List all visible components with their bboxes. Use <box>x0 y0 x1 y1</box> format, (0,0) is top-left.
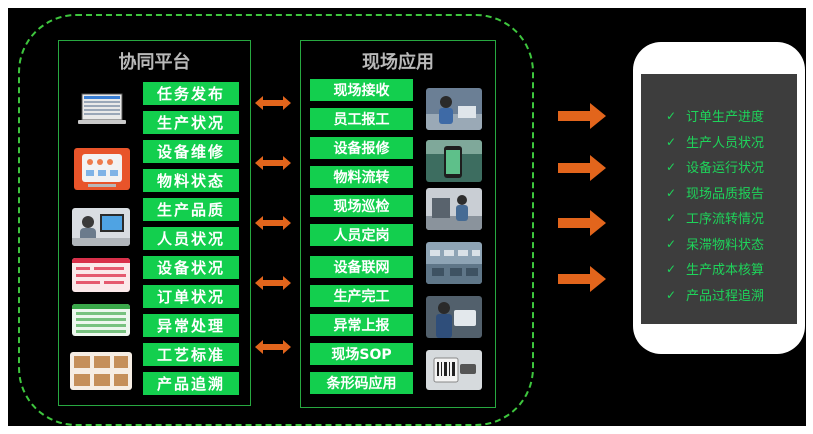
phone-item-label: 产品过程追溯 <box>686 289 765 304</box>
tablet-app-icon <box>74 148 130 190</box>
double-arrow-icon <box>255 215 291 230</box>
check-icon: ✓ <box>666 185 677 200</box>
platform-button[interactable]: 生产品质 <box>143 198 239 221</box>
platform-button[interactable]: 设备状况 <box>143 256 239 279</box>
phone-list-item: ✓ 呆滞物料状态 <box>666 234 765 254</box>
right-arrow-icon <box>558 266 606 292</box>
phone-item-label: 呆滞物料状态 <box>686 238 765 253</box>
platform-button[interactable]: 设备维修 <box>143 140 239 163</box>
process-flow-icon <box>70 352 132 390</box>
barcode-scan-photo-icon <box>426 350 482 390</box>
platform-button[interactable]: 生产状况 <box>143 111 239 134</box>
double-arrow-icon <box>255 95 291 110</box>
right-arrow-icon <box>558 103 606 129</box>
dashed-boundary <box>18 14 534 426</box>
phone-list-item: ✓ 工序流转情况 <box>666 208 765 228</box>
check-icon: ✓ <box>666 159 677 174</box>
right-arrow-icon <box>558 210 606 236</box>
collaboration-platform-title: 协同平台 <box>118 52 191 73</box>
field-app-button[interactable]: 异常上报 <box>310 314 413 336</box>
equipment-repair-photo-icon <box>426 188 482 230</box>
phone-list-item: ✓ 生产成本核算 <box>666 259 765 279</box>
phone-screen <box>641 74 797 324</box>
platform-button[interactable]: 人员状况 <box>143 227 239 250</box>
green-report-icon <box>72 304 130 336</box>
right-arrow-icon <box>558 155 606 181</box>
factory-floor-photo-icon <box>426 242 482 284</box>
field-application-title: 现场应用 <box>362 52 434 73</box>
field-app-button[interactable]: 现场SOP <box>310 343 413 365</box>
platform-button[interactable]: 产品追溯 <box>143 372 239 395</box>
double-arrow-icon <box>255 275 291 290</box>
phone-list-item: ✓ 生产人员状况 <box>666 132 765 152</box>
phone-list-item: ✓ 现场品质报告 <box>666 183 765 203</box>
phone-item-label: 生产人员状况 <box>686 136 765 151</box>
check-icon: ✓ <box>666 108 677 123</box>
check-icon: ✓ <box>666 261 677 276</box>
field-app-button[interactable]: 物料流转 <box>310 166 413 188</box>
platform-button[interactable]: 物料状态 <box>143 169 239 192</box>
production-chart-icon <box>72 258 130 292</box>
field-app-button[interactable]: 人员定岗 <box>310 224 413 246</box>
office-worker-icon <box>72 208 130 246</box>
dashboard-laptop-icon <box>76 92 128 128</box>
check-icon: ✓ <box>666 236 677 251</box>
phone-list-item: ✓ 订单生产进度 <box>666 106 765 126</box>
phone-item-label: 设备运行状况 <box>686 161 765 176</box>
platform-button[interactable]: 订单状况 <box>143 285 239 308</box>
tablet-operator-photo-icon <box>426 296 482 338</box>
field-app-button[interactable]: 生产完工 <box>310 285 413 307</box>
field-app-button[interactable]: 设备报修 <box>310 137 413 159</box>
phone-item-label: 订单生产进度 <box>686 110 765 125</box>
double-arrow-icon <box>255 339 291 354</box>
field-app-button[interactable]: 条形码应用 <box>310 372 413 394</box>
check-icon: ✓ <box>666 134 677 149</box>
phone-item-label: 工序流转情况 <box>686 212 765 227</box>
phone-item-label: 生产成本核算 <box>686 263 765 278</box>
phone-list-item: ✓ 设备运行状况 <box>666 157 765 177</box>
platform-button[interactable]: 任务发布 <box>143 82 239 105</box>
platform-button[interactable]: 异常处理 <box>143 314 239 337</box>
field-app-button[interactable]: 现场接收 <box>310 79 413 101</box>
check-icon: ✓ <box>666 210 677 225</box>
field-app-button[interactable]: 现场巡检 <box>310 195 413 217</box>
phone-list-item: ✓ 产品过程追溯 <box>666 285 765 305</box>
platform-button[interactable]: 工艺标准 <box>143 343 239 366</box>
check-icon: ✓ <box>666 287 677 302</box>
field-app-button[interactable]: 设备联网 <box>310 256 413 278</box>
double-arrow-icon <box>255 155 291 170</box>
field-app-button[interactable]: 员工报工 <box>310 108 413 130</box>
mobile-report-photo-icon <box>426 140 482 182</box>
worker-receiving-photo-icon <box>426 88 482 130</box>
phone-item-label: 现场品质报告 <box>686 187 765 202</box>
